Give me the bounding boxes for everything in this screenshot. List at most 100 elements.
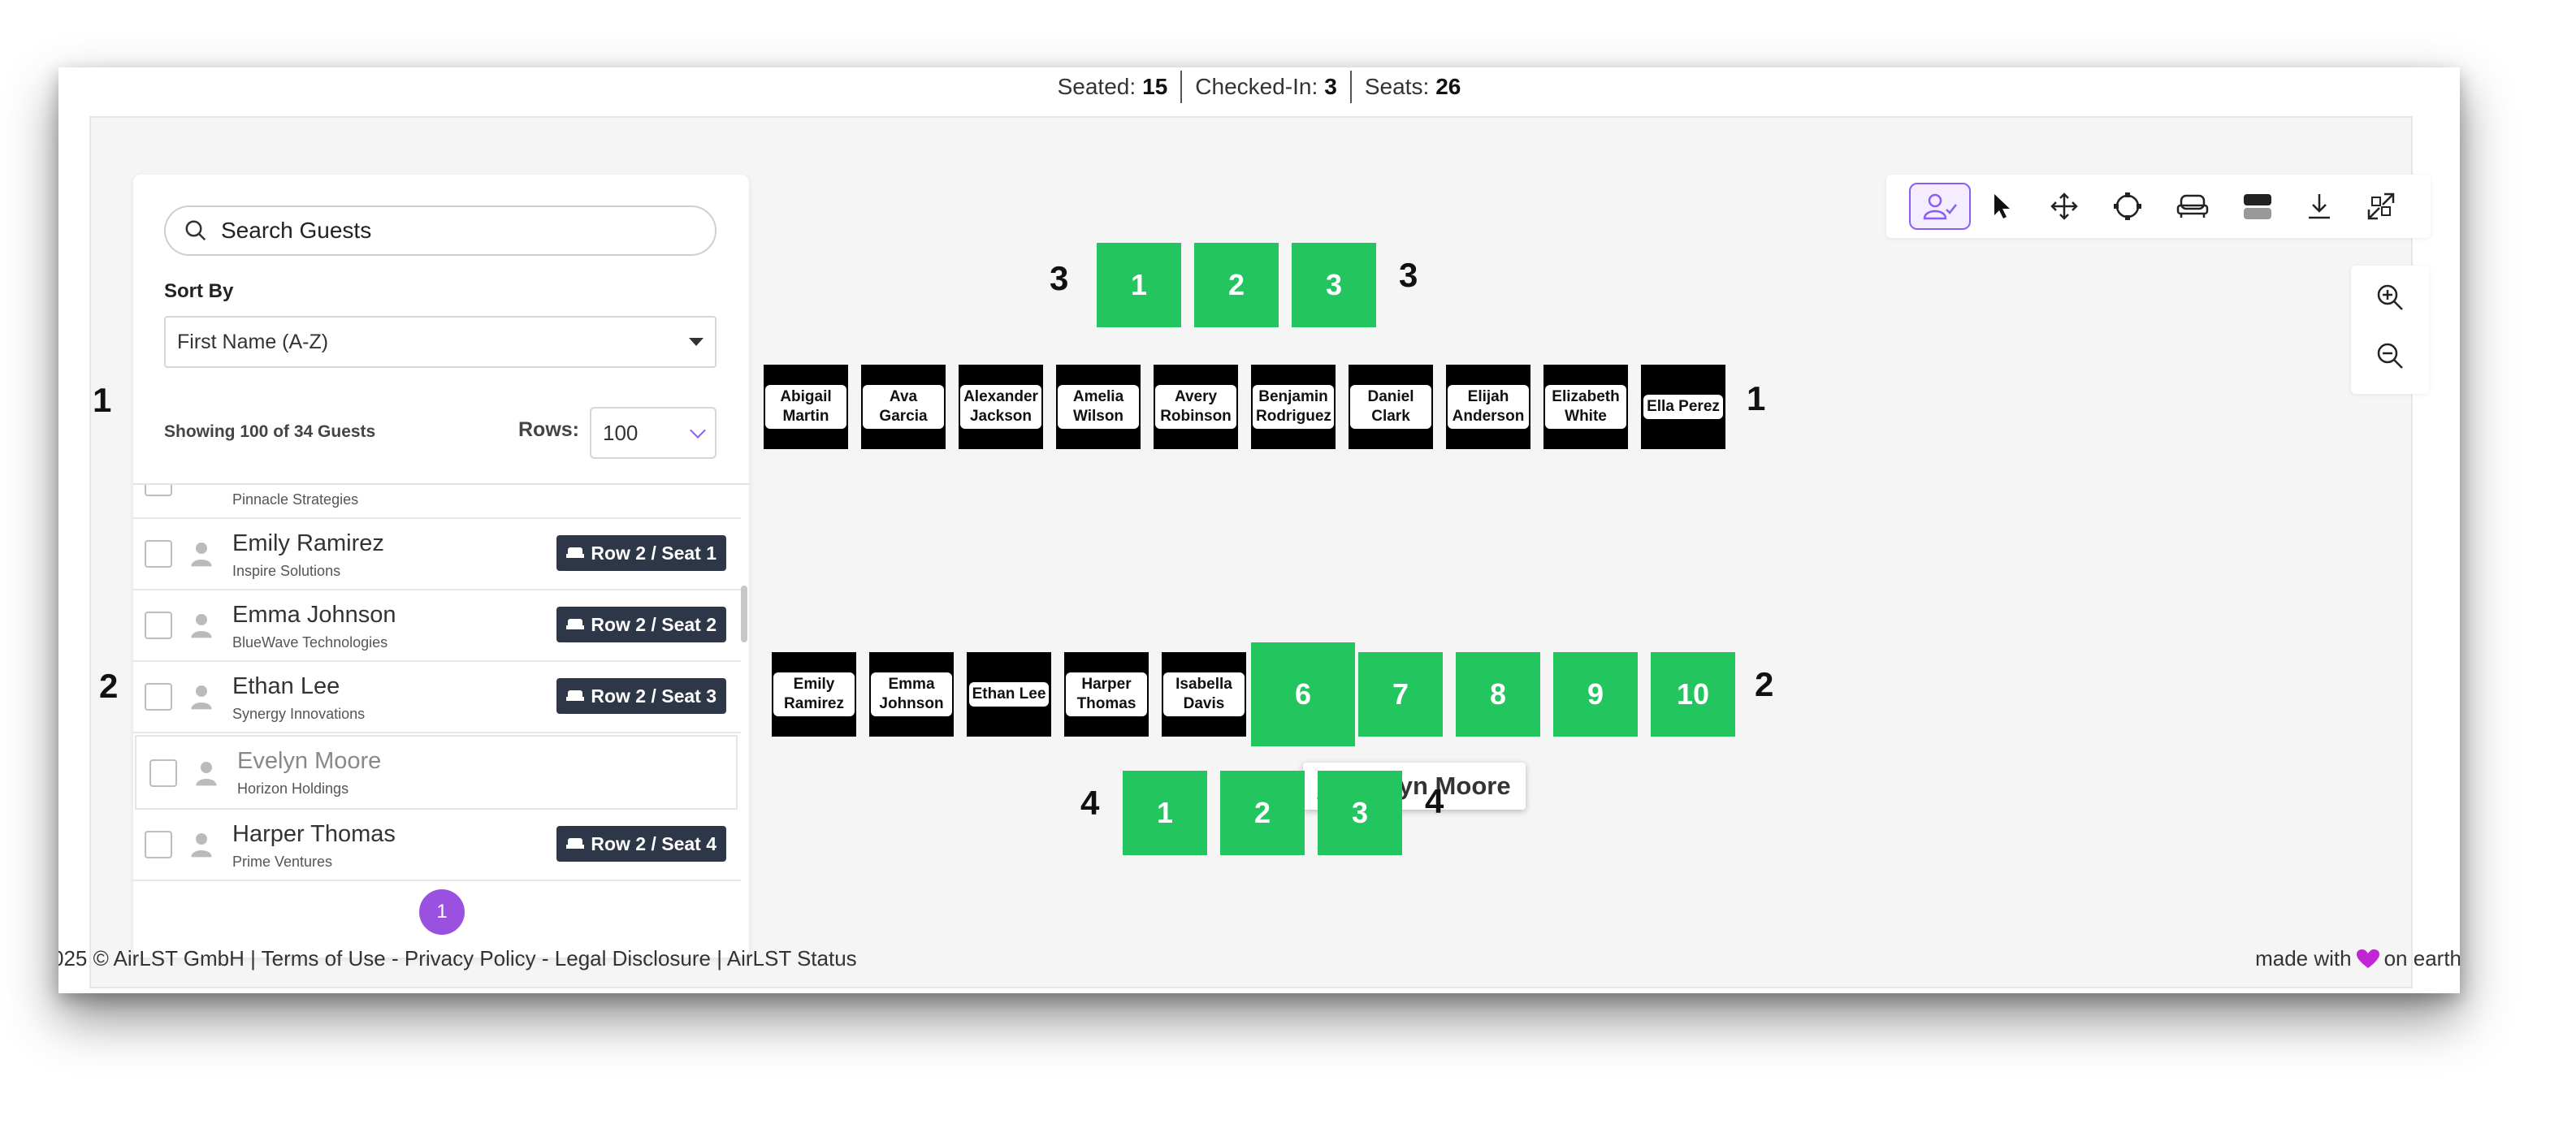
footer-credit: made with on earth [2255,946,2460,971]
seated-value: 15 [1142,74,1168,99]
zoom-in-button[interactable] [2366,274,2414,321]
seat-empty[interactable]: 2 [1220,771,1305,855]
row-label: 3 [1050,259,1069,297]
page-1-button[interactable]: 1 [419,889,465,935]
seat-badge[interactable]: Row 2 / Seat 4 [556,826,726,862]
seat-occupied[interactable]: Ella Perez [1641,365,1725,449]
seat-empty[interactable]: 7 [1358,652,1443,737]
row-label: 2 [1755,665,1774,703]
seat-empty[interactable]: 10 [1651,652,1735,737]
checkbox[interactable] [149,759,177,787]
seat-guest-name: Abigail Martin [765,385,846,429]
seat-occupied[interactable]: Emily Ramirez [772,652,856,737]
seat-occupied[interactable]: Isabella Davis [1162,652,1246,737]
download-button[interactable] [2296,183,2343,230]
seat-occupied[interactable]: Ethan Lee [967,652,1051,737]
seat-button[interactable] [2169,183,2216,230]
seat-occupied[interactable]: Abigail Martin [764,365,848,449]
move-icon [2050,192,2078,220]
seat-occupied[interactable]: Harper Thomas [1064,652,1149,737]
seat-badge[interactable]: Row 2 / Seat 2 [556,607,726,642]
caret-down-icon [689,338,704,346]
seat-badge[interactable]: Row 2 / Seat 3 [556,678,726,714]
zoom-in-icon [2377,284,2403,310]
zoom-controls [2351,266,2429,394]
move-button[interactable] [2041,183,2088,230]
seat-occupied[interactable]: Emma Johnson [869,652,954,737]
list-item[interactable]: Harper Thomas Prime Ventures Row 2 / Sea… [133,810,741,881]
seat-empty-hovered[interactable]: 6 [1251,642,1355,746]
list-item[interactable]: Pinnacle Strategies [133,485,741,519]
seating-canvas[interactable]: Sort By First Name (A-Z) Showing 100 of … [89,116,2431,988]
list-item[interactable]: Ethan Lee Synergy Innovations Row 2 / Se… [133,662,741,733]
seat-guest-name: Isabella Davis [1163,672,1245,716]
list-item-selected[interactable]: Evelyn Moore Horizon Holdings [135,735,738,810]
seat-occupied[interactable]: Elijah Anderson [1446,365,1530,449]
sort-label: Sort By [164,280,234,302]
checkbox[interactable] [145,485,172,496]
seat-badge-label: Row 2 / Seat 4 [591,832,717,854]
row-label: 1 [93,381,112,419]
seated-stat: Seated: 15 [1045,74,1181,100]
row-label: 2 [99,667,119,705]
guest-list[interactable]: Pinnacle Strategies Emily Ramirez Inspir… [133,483,749,883]
row-button[interactable] [2234,183,2281,230]
seat-occupied[interactable]: Benjamin Rodriguez [1251,365,1336,449]
zoom-out-button[interactable] [2366,332,2414,379]
scrollbar[interactable] [741,586,747,642]
person-icon [191,543,212,567]
seat-icon [566,619,585,629]
seat-icon [566,547,585,558]
guest-name: Emily Ramirez [232,530,384,556]
checkedin-stat: Checked-In: 3 [1182,74,1350,100]
heart-icon [2356,949,2379,968]
seat-occupied[interactable]: Elizabeth White [1543,365,1628,449]
seat-empty[interactable]: 1 [1123,771,1207,855]
app-window: Seated: 15 Checked-In: 3 Seats: 26 Sort … [58,67,2460,993]
checkbox[interactable] [145,683,172,711]
seat-occupied[interactable]: Alexander Jackson [959,365,1043,449]
checkbox[interactable] [145,831,172,858]
sort-select[interactable]: First Name (A-Z) [164,316,717,368]
pointer-icon [1994,194,2010,218]
footer-links[interactable]: 025 © AirLST GmbH | Terms of Use - Priva… [58,946,857,971]
seats-label: Seats: [1364,74,1430,99]
checkedin-value: 3 [1324,74,1337,99]
search-input[interactable] [219,217,678,244]
seat-occupied[interactable]: Daniel Clark [1349,365,1433,449]
list-item[interactable]: Emily Ramirez Inspire Solutions Row 2 / … [133,519,741,590]
list-item[interactable]: Emma Johnson BlueWave Technologies Row 2… [133,590,741,662]
seat-badge-label: Row 2 / Seat 1 [591,542,717,564]
checkbox[interactable] [145,612,172,639]
seat-badge[interactable]: Row 2 / Seat 1 [556,535,726,571]
rows-select[interactable]: 100 [590,407,717,459]
guest-name: Harper Thomas [232,821,396,847]
seat-empty[interactable]: 3 [1318,771,1402,855]
search-box[interactable] [164,205,717,256]
guest-check-button[interactable] [1909,183,1971,230]
seat-empty[interactable]: 2 [1194,243,1279,327]
expand-button[interactable] [2357,183,2405,230]
row-icon [2244,194,2271,219]
seat-empty[interactable]: 9 [1553,652,1638,737]
guest-company: Synergy Innovations [232,706,366,722]
checkbox[interactable] [145,540,172,568]
rotate-button[interactable] [2104,183,2151,230]
guest-name: Emma Johnson [232,602,396,628]
seat-empty[interactable]: 8 [1456,652,1540,737]
seat-empty[interactable]: 1 [1097,243,1181,327]
guest-name: Ethan Lee [232,673,340,699]
seat-empty[interactable]: 3 [1292,243,1376,327]
guest-name: Evelyn Moore [237,748,382,774]
seat-occupied[interactable]: Ava Garcia [861,365,946,449]
seat-badge-label: Row 2 / Seat 2 [591,613,717,635]
guest-company: Inspire Solutions [232,563,341,579]
row-label: 1 [1747,379,1766,417]
seat-guest-name: Harper Thomas [1066,672,1147,716]
seat-occupied[interactable]: Avery Robinson [1154,365,1238,449]
seats-stat: Seats: 26 [1352,74,1474,100]
seat-occupied[interactable]: Amelia Wilson [1056,365,1141,449]
seat-guest-name: Ethan Lee [968,682,1050,707]
pointer-button[interactable] [1979,183,2026,230]
row-label: 4 [1425,782,1444,820]
